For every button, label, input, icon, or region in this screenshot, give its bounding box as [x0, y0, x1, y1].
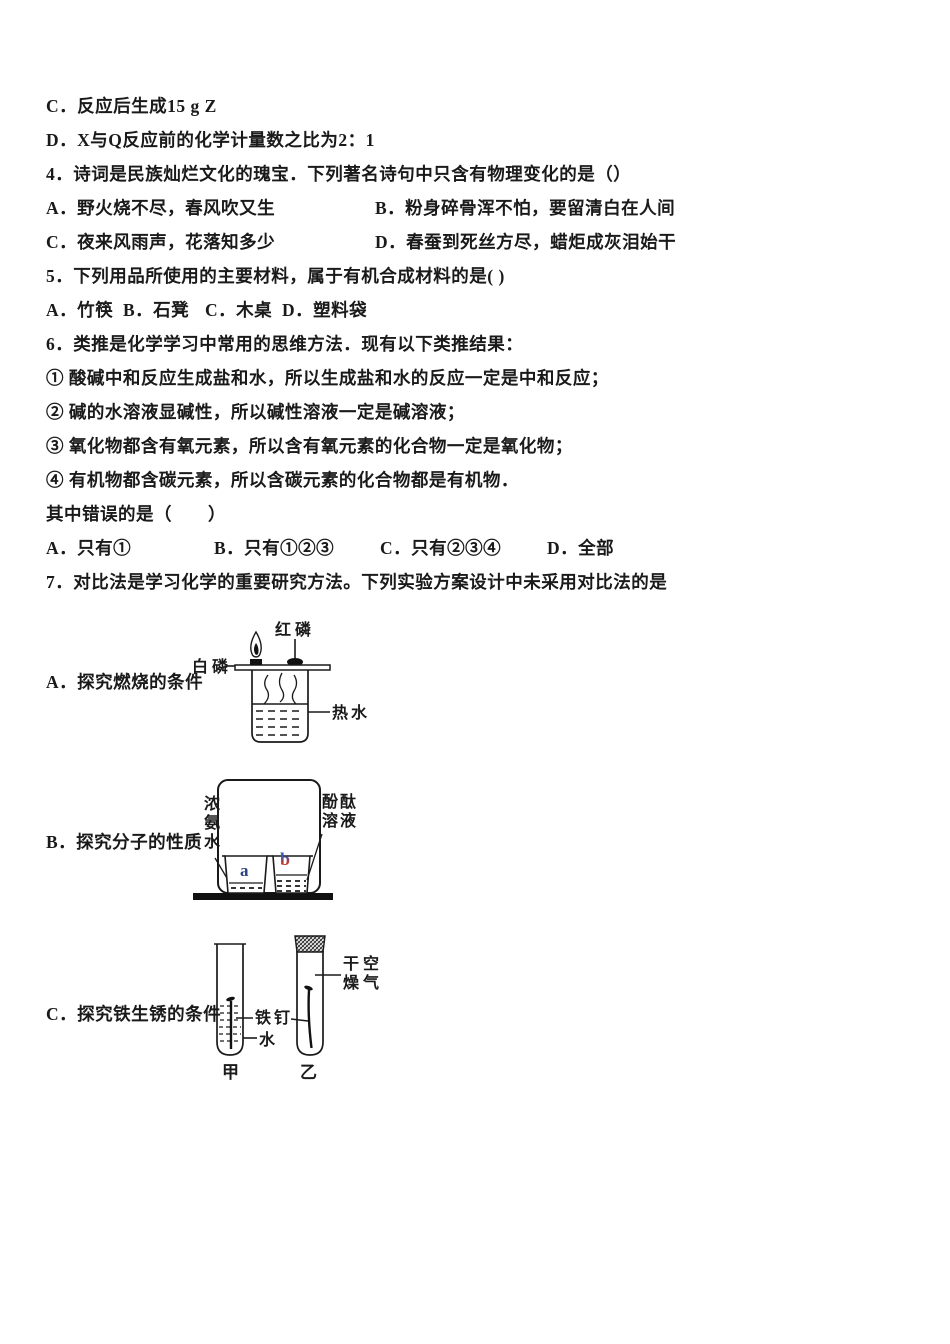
q4-option-a: A．野火烧不尽，春风吹又生 — [46, 198, 276, 218]
q3-option-c: C．反应后生成15 g Z — [46, 96, 217, 116]
rubber-stopper — [294, 935, 326, 953]
iron-nail-yi — [307, 989, 313, 1049]
tube-jia — [216, 944, 244, 1056]
q6-option-a: A．只有① — [46, 538, 132, 558]
q6-ask: 其中错误的是（ ） — [46, 504, 226, 524]
q4-option-b: B．粉身碎骨浑不怕，要留清白在人间 — [375, 198, 676, 218]
q7-stem: 7．对比法是学习化学的重要研究方法。下列实验方案设计中未采用对比法的是 — [46, 572, 668, 592]
water-label: 水 — [259, 1030, 276, 1049]
vapor-wave — [291, 674, 298, 705]
phenolphthalein-label: 酚酞 溶液 — [322, 794, 359, 830]
diagram-iron-rusting: 铁钉 水 甲 乙 — [214, 935, 341, 1082]
beaker-a-letter: a — [240, 861, 249, 880]
nail-head-jia — [226, 996, 235, 1002]
tube-jia-label: 甲 — [222, 1063, 239, 1082]
beaker-outline — [251, 670, 309, 743]
ammonia-label: 浓氨水 — [201, 795, 218, 852]
beaker-a — [224, 855, 268, 894]
q6-item-4: ④ 有机物都含碳元素，所以含碳元素的化合物都是有机物． — [46, 470, 519, 490]
cover-plate — [234, 664, 331, 671]
diagram-burning-conditions: 红磷 白磷 热水 — [192, 620, 370, 743]
q7-option-c-label: C．探究铁生锈的条件 — [46, 1004, 222, 1024]
q6-item-3: ③ 氧化物都含有氧元素，所以含有氧元素的化合物一定是氧化物； — [46, 436, 573, 456]
q5-option-c: C．木桌 — [205, 300, 273, 320]
dry-air-label: 干空 燥气 — [343, 956, 384, 992]
white-phosphorus-label: 白磷 — [192, 657, 232, 676]
q6-item-2: ② 碱的水溶液显碱性，所以碱性溶液一定是碱溶液； — [46, 402, 465, 422]
q5-option-a: A．竹筷 — [46, 300, 114, 320]
q6-option-d: D．全部 — [547, 538, 615, 558]
vapor-wave — [263, 674, 270, 705]
q5-option-b: B．石凳 — [123, 300, 190, 320]
q5-option-d: D．塑料袋 — [282, 300, 368, 320]
phenolphthalein-pointer-line — [306, 833, 323, 881]
base-board — [193, 893, 333, 900]
q4-stem: 4．诗词是民族灿烂文化的瑰宝．下列著名诗句中只含有物理变化的是（） — [46, 164, 632, 184]
q6-stem: 6．类推是化学学习中常用的思维方法．现有以下类推结果： — [46, 334, 524, 354]
q4-option-d: D．春蚕到死丝方尽，蜡炬成灰泪始干 — [375, 232, 677, 252]
red-phosphorus-lump — [287, 658, 303, 666]
iron-nail-pointer-right — [290, 1018, 309, 1022]
white-phosphorus-lump — [250, 659, 262, 665]
beaker-b-letter: b — [280, 849, 291, 869]
iron-nail-label: 铁钉 — [255, 1008, 293, 1027]
q7-option-b-label: B．探究分子的性质 — [46, 832, 203, 852]
q6-option-b: B．只有①②③ — [214, 538, 335, 558]
q6-item-1: ① 酸碱中和反应生成盐和水，所以生成盐和水的反应一定是中和反应； — [46, 368, 609, 388]
diagram-molecule-properties — [193, 779, 333, 900]
nail-head-yi — [304, 985, 313, 991]
vapor-wave — [278, 672, 285, 703]
tube-yi — [296, 951, 324, 1056]
q3-option-d: D．X与Q反应前的化学计量数之比为2：1 — [46, 130, 375, 150]
flame-inner — [254, 643, 259, 655]
q4-option-c: C．夜来风雨声，花落知多少 — [46, 232, 276, 252]
q7-option-a-label: A．探究燃烧的条件 — [46, 672, 204, 692]
q6-option-c: C．只有②③④ — [380, 538, 502, 558]
q5-stem: 5．下列用品所使用的主要材料，属于有机合成材料的是( ) — [46, 266, 505, 286]
red-phosphorus-label: 红磷 — [275, 620, 315, 639]
tube-yi-label: 乙 — [300, 1063, 317, 1082]
hot-water-label: 热水 — [332, 703, 370, 722]
